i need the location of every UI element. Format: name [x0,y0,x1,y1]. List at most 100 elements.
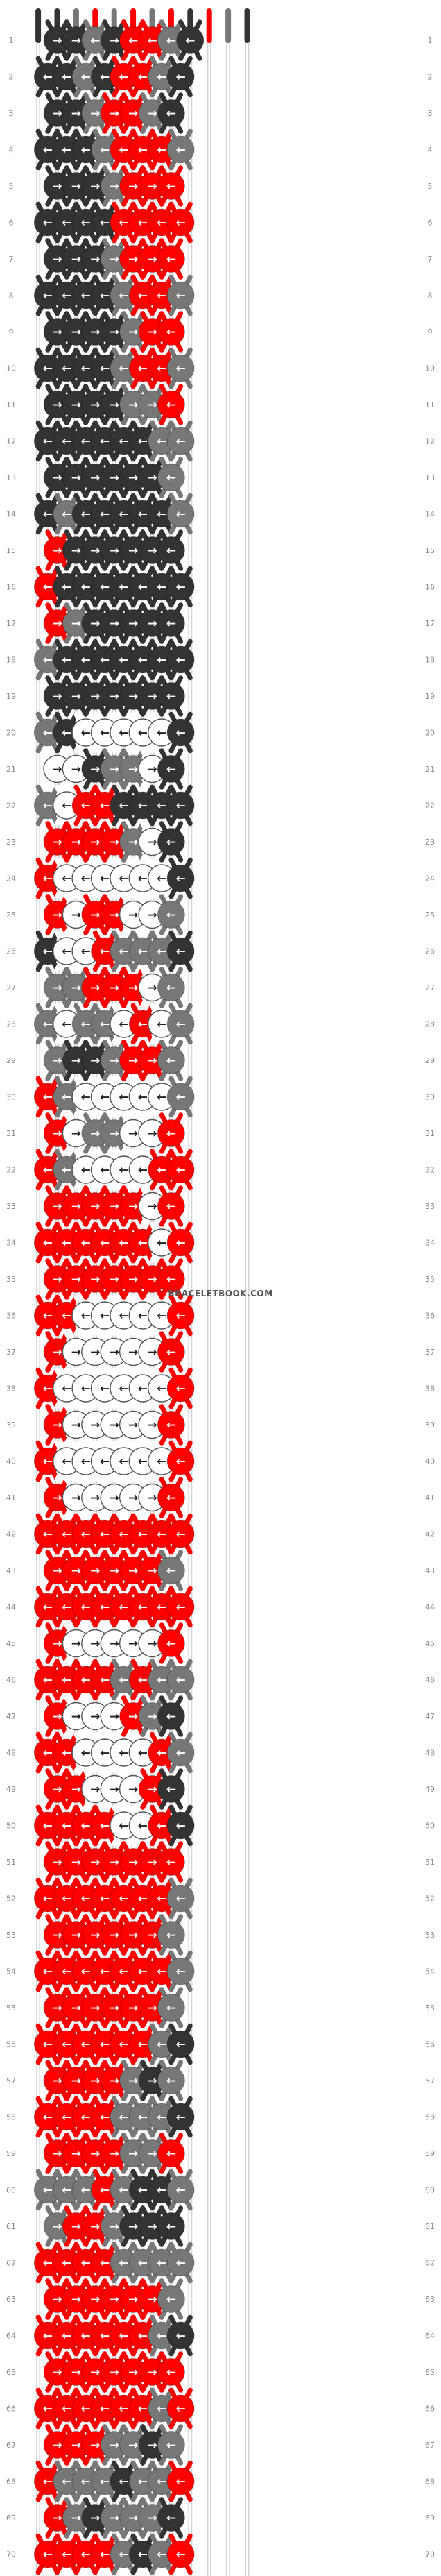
knot: ← [71,1003,100,1045]
knot: ← [157,2060,185,2101]
arrow-left-icon: ← [43,1747,53,1761]
knot-circle [166,500,195,528]
knot: ← [166,201,195,244]
arrow-left-icon: ← [157,1747,166,1761]
arrow-right-icon: → [90,617,100,631]
knot: → [81,384,110,425]
knot: ← [157,1622,185,1664]
knot-circle [166,62,195,91]
knot: ← [157,602,185,644]
arrow-right-icon: → [90,398,100,412]
arrow-left-icon: ← [166,1564,176,1578]
arrow-right-icon: → [128,2366,138,2380]
arrow-left-icon: ← [166,2001,176,2015]
arrow-left-icon: ← [80,1892,90,1906]
knot: → [138,1112,166,1154]
arrow-right-icon: → [52,617,62,631]
arrow-right-icon: → [71,325,81,339]
knot: ← [166,930,195,972]
knot: → [62,967,90,1008]
arrow-left-icon: ← [43,289,53,303]
arrow-left-icon: ← [100,2038,110,2052]
row-number-left: 70 [6,2550,16,2559]
knot: ← [166,566,195,608]
row-number-right: 58 [425,2113,435,2122]
row-number-left: 58 [6,2113,16,2122]
arrow-right-icon: → [110,981,119,995]
arrow-left-icon: ← [62,727,71,740]
arrow-left-icon: ← [43,144,53,158]
arrow-left-icon: ← [175,872,185,886]
arrow-right-icon: → [71,2511,81,2525]
knot: → [138,748,166,790]
arrow-right-icon: → [128,1054,138,1068]
knot: ← [91,56,119,98]
knot: ← [128,420,157,462]
arrow-right-icon: → [90,2147,100,2161]
arrow-left-icon: ← [100,1310,110,1323]
row-number-left: 38 [6,1384,16,1393]
knot: ← [33,420,62,462]
arrow-left-icon: ← [138,1455,148,1469]
arrow-right-icon: → [71,836,81,849]
knot: ← [157,894,185,935]
knot: ← [91,274,119,316]
row-number-right: 42 [425,1530,435,1539]
arrow-right-icon: → [110,34,119,48]
arrow-left-icon: ← [43,1674,53,1688]
row-number-right: 10 [425,364,435,373]
arrow-left-icon: ← [100,1018,110,1032]
arrow-left-icon: ← [138,1601,148,1615]
arrow-left-icon: ← [100,872,110,886]
row-number-right: 35 [425,1275,435,1284]
arrow-right-icon: → [52,1418,62,1432]
arrow-left-icon: ← [175,289,185,303]
knot: ← [157,748,185,790]
knot: ← [110,638,138,681]
arrow-left-icon: ← [138,945,148,959]
knot-circle [157,1119,185,1147]
arrow-left-icon: ← [80,2257,90,2271]
arrow-right-icon: → [71,1637,81,1651]
arrow-right-icon: → [90,2001,100,2015]
arrow-right-icon: → [128,690,138,704]
knot: → [62,748,91,790]
arrow-left-icon: ← [80,1747,90,1761]
arrow-left-icon: ← [100,289,110,303]
arrow-left-icon: ← [138,581,148,595]
arrow-left-icon: ← [166,2220,176,2234]
row-number-right: 23 [425,838,435,847]
knot: → [138,675,166,717]
arrow-right-icon: → [110,2074,119,2088]
knot: ← [157,165,185,207]
arrow-left-icon: ← [43,435,53,449]
knot: ← [53,128,81,171]
arrow-right-icon: → [90,544,100,558]
arrow-right-icon: → [147,763,157,777]
arrow-left-icon: ← [138,2257,148,2271]
arrow-right-icon: → [128,398,138,412]
knot: ← [166,56,195,98]
knot: → [119,384,148,425]
arrow-left-icon: ← [157,1164,166,1178]
row-number-left: 42 [6,1530,16,1539]
arrow-right-icon: → [90,690,100,704]
arrow-right-icon: → [147,908,157,922]
arrow-left-icon: ← [119,727,128,740]
arrow-left-icon: ← [175,1455,185,1469]
arrow-right-icon: → [128,617,138,631]
row-number-right: 63 [425,2295,435,2304]
arrow-left-icon: ← [119,1164,128,1178]
row-number-left: 51 [6,1858,16,1867]
knot: ← [157,92,185,134]
arrow-right-icon: → [110,763,119,777]
arrow-left-icon: ← [119,1018,128,1032]
arrow-left-icon: ← [166,471,176,485]
arrow-right-icon: → [52,1637,62,1651]
arrow-right-icon: → [128,981,138,995]
arrow-right-icon: → [71,2074,81,2088]
arrow-left-icon: ← [62,1091,71,1105]
arrow-right-icon: → [128,1929,138,1942]
arrow-right-icon: → [90,1929,100,1942]
